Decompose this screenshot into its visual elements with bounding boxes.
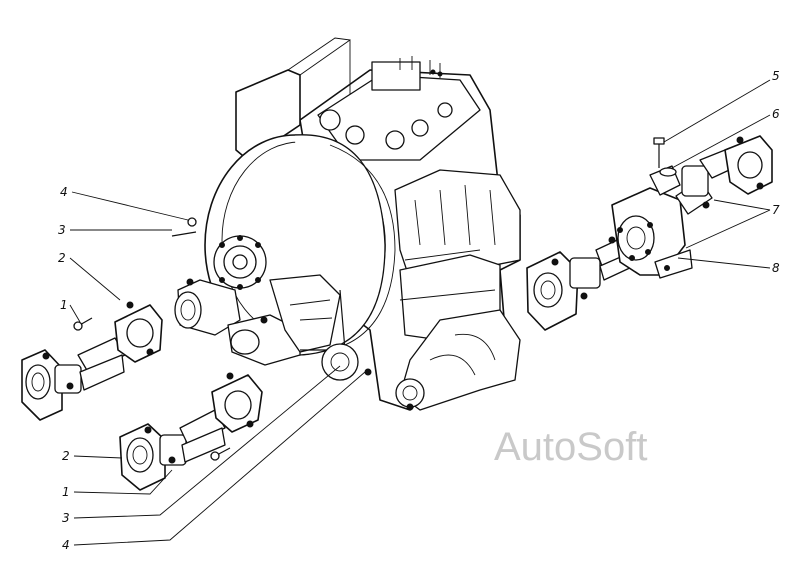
callout-4-top: 4 <box>60 185 68 199</box>
cardan-shaft-icon <box>675 135 773 215</box>
cardan-shaft-icon <box>21 301 163 421</box>
callout-2-top: 2 <box>58 251 66 265</box>
callout-3-top: 3 <box>58 223 66 237</box>
callout-1-bottom: 1 <box>62 485 70 499</box>
callout-3-bottom: 3 <box>62 511 70 525</box>
callout-4-bottom: 4 <box>62 538 70 552</box>
watermark-text: AutoSoft <box>494 425 647 469</box>
callout-7: 7 <box>772 203 780 217</box>
cardan-shaft-icon <box>526 235 635 331</box>
callout-8: 8 <box>772 261 780 275</box>
leader-lines <box>69 79 771 546</box>
bolt-icon <box>73 317 93 331</box>
cardan-shaft-icon <box>119 372 263 491</box>
bolt-icon <box>210 447 231 461</box>
gearbox-assembly-icon <box>174 37 521 411</box>
callout-5: 5 <box>772 69 780 83</box>
bolt-icon <box>171 217 197 237</box>
callout-2-bottom: 2 <box>62 449 70 463</box>
bolt-icon <box>653 137 677 177</box>
callout-1-top: 1 <box>60 298 68 312</box>
callout-6: 6 <box>772 107 780 121</box>
intermediate-support-icon <box>611 165 693 279</box>
